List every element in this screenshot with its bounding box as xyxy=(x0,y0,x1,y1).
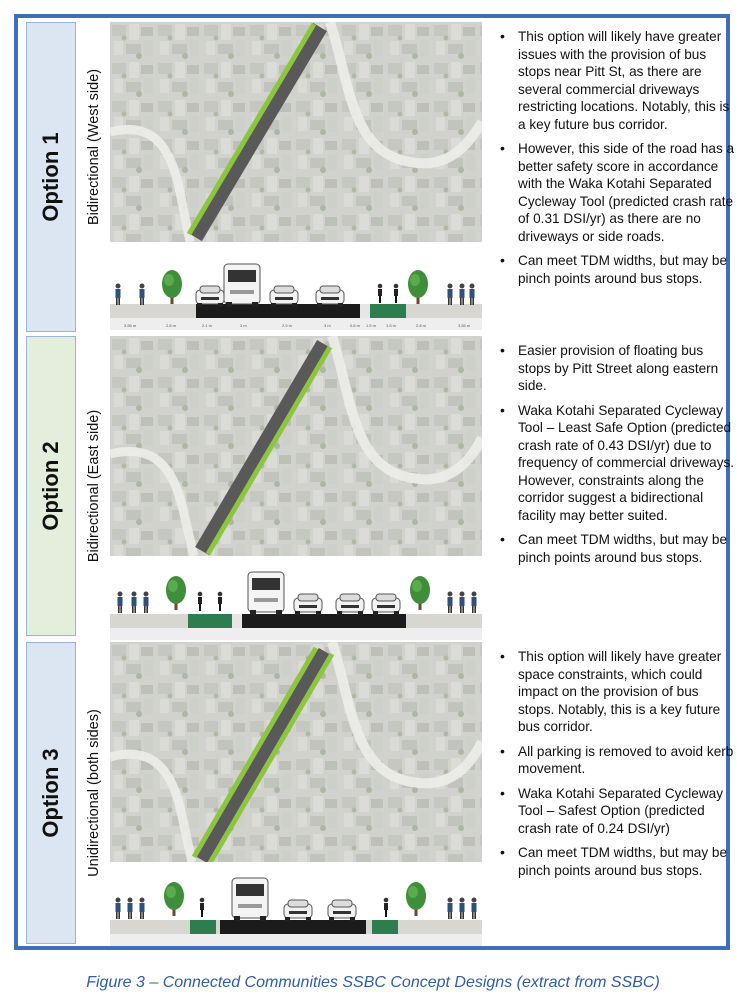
option-1-tab: Option 1 xyxy=(26,22,76,332)
option-3-bullet-3: Waka Kotahi Separated Cycleway Tool – Sa… xyxy=(496,785,736,838)
option-1-widths-5: 3 m xyxy=(324,323,331,328)
option-1-cycleway-line xyxy=(186,22,317,236)
option-1-title: Option 1 xyxy=(38,132,63,222)
option-1-widths-9: 2.8 m xyxy=(416,323,427,328)
option-2-tab: Option 2 xyxy=(26,336,76,636)
option-3-tab: Option 3 xyxy=(26,642,76,944)
option-3-cross-section xyxy=(110,877,482,946)
option-1-widths-1: 2.8 m xyxy=(166,323,177,328)
option-2-aerial-map xyxy=(110,336,482,556)
option-3-title: Option 3 xyxy=(38,748,63,838)
option-2-bullet-3: Can meet TDM widths, but may be pinch po… xyxy=(496,531,736,566)
option-3-bullet-4: Can meet TDM widths, but may be pinch po… xyxy=(496,844,736,879)
option-2-corridor-road xyxy=(195,339,331,556)
option-2-subtitle: Bidirectional (East side) xyxy=(84,336,104,636)
option-2-bullet-2: Waka Kotahi Separated Cycleway Tool – Le… xyxy=(496,402,736,525)
option-1-bullets: This option will likely have greater iss… xyxy=(496,28,736,294)
option-1-subtitle-text: Bidirectional (West side) xyxy=(86,68,102,226)
option-1-bullet-2: However, this side of the road has a bet… xyxy=(496,140,736,245)
option-1-widths-0: 3.55 m xyxy=(124,323,137,328)
option-1-bullet-3: Can meet TDM widths, but may be pinch po… xyxy=(496,252,736,287)
option-3-row: Option 3 Unidirectional (both sides) xyxy=(26,642,733,946)
option-1-subtitle: Bidirectional (West side) xyxy=(84,22,104,272)
option-1-widths-7: 1.5 m xyxy=(366,323,377,328)
option-2-row: Option 2 Bidirectional (East side) xyxy=(26,336,734,640)
option-3-bullet-2: All parking is removed to avoid kerb mov… xyxy=(496,743,736,778)
option-1-aerial-map xyxy=(110,22,482,242)
option-3-cycleway-east xyxy=(207,652,335,862)
option-3-subtitle: Unidirectional (both sides) xyxy=(84,642,104,944)
option-3-bullets: This option will likely have greater spa… xyxy=(496,648,736,886)
figure-caption: Figure 3 – Connected Communities SSBC Co… xyxy=(86,974,660,991)
option-1-widths-10: 3.55 m xyxy=(458,323,471,328)
option-3-bullet-1: This option will likely have greater spa… xyxy=(496,648,736,736)
option-1-corridor-road xyxy=(188,22,327,242)
option-2-cross-section xyxy=(110,571,482,640)
option-1-cross-section: 3.55 m 2.8 m 2.1 m 3 m 2.9 m 3 m 0.6 m 1… xyxy=(110,263,482,330)
option-2-title: Option 2 xyxy=(38,441,63,531)
option-1-widths-2: 2.1 m xyxy=(202,323,213,328)
option-1-widths-4: 2.9 m xyxy=(282,323,293,328)
option-1-widths-6: 0.6 m xyxy=(350,323,361,328)
option-2-subtitle-text: Bidirectional (East side) xyxy=(86,409,102,563)
option-1-widths-3: 3 m xyxy=(240,323,247,328)
option-2-cycleway-line xyxy=(205,345,333,556)
option-3-subtitle-text: Unidirectional (both sides) xyxy=(86,709,102,877)
option-1-bullet-1: This option will likely have greater iss… xyxy=(496,28,736,133)
option-2-bullet-1: Easier provision of floating bus stops b… xyxy=(496,342,736,395)
option-3-corridor-road xyxy=(196,647,330,862)
option-3-cycleway-west xyxy=(191,646,319,859)
option-1-widths-8: 1.5 m xyxy=(386,323,397,328)
option-3-aerial-map xyxy=(110,642,482,862)
figure-frame: Option 1 Bidirectional (West side) xyxy=(14,14,734,950)
option-2-bullets: Easier provision of floating bus stops b… xyxy=(496,342,736,573)
option-1-row: Option 1 Bidirectional (West side) xyxy=(26,22,734,332)
